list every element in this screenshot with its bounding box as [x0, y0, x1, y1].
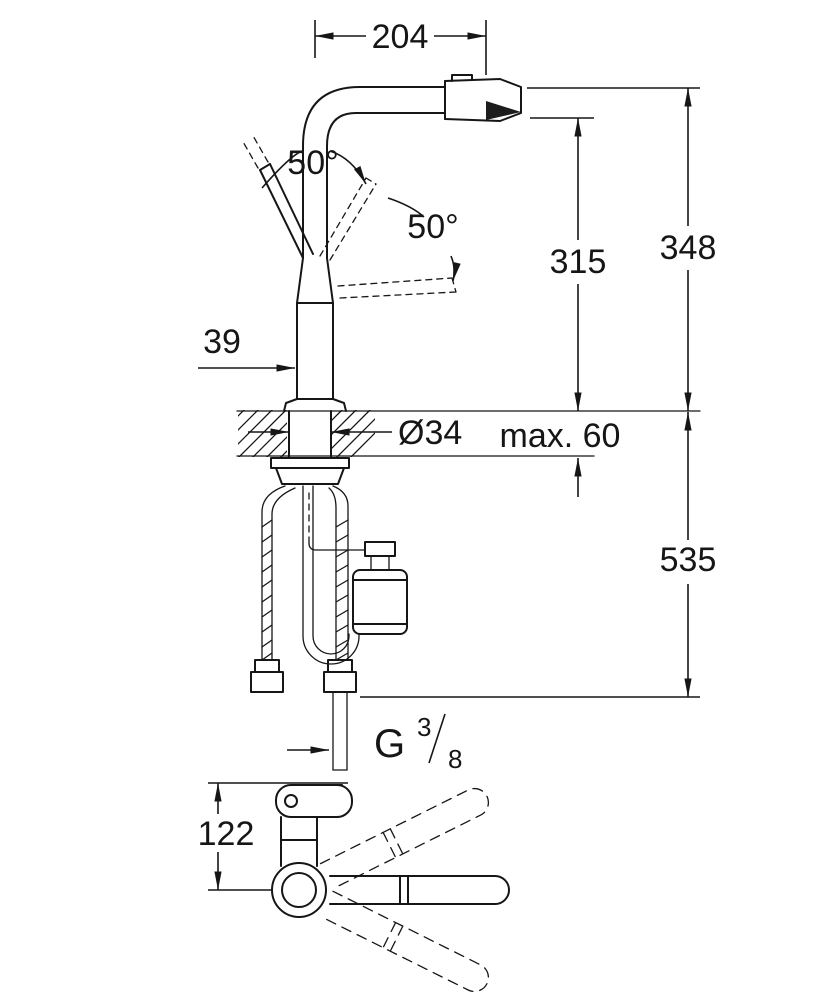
supply-hose-right: [323, 485, 357, 771]
check-valve: [352, 569, 408, 635]
label-below-counter: 535: [660, 541, 717, 579]
label-thread-prefix: G: [374, 722, 405, 766]
label-thread-denominator: 8: [448, 744, 462, 774]
dim-aerator-height: 315: [530, 117, 607, 411]
rotation-arc-left: [261, 150, 367, 189]
label-thread-numerator: 3: [417, 712, 431, 742]
handle-tip-extension: [241, 133, 269, 169]
dim-max-thickness: max. 60: [500, 417, 621, 497]
spray-head: [444, 74, 522, 122]
dim-pipe-width: 39: [198, 323, 295, 372]
dim-thread: G 3 8: [287, 712, 462, 774]
mounting-shank: [270, 410, 350, 485]
body-circle: [271, 862, 327, 918]
label-pipe-width: 39: [203, 323, 241, 361]
label-angle-left: 50°: [287, 144, 338, 182]
supply-hose-left: [250, 485, 296, 693]
pullout-hose: [302, 485, 408, 665]
thread-tail: [332, 691, 348, 771]
spout-top-view: [329, 875, 510, 905]
thread-fraction-slash: [428, 713, 446, 764]
label-angle-right: 50°: [407, 208, 458, 246]
rotation-arc-right: [387, 197, 461, 282]
countertop: [236, 410, 701, 457]
handle-lever: [241, 133, 314, 259]
handle-swing-right-dashed: [337, 277, 457, 299]
label-max-thickness: max. 60: [500, 417, 621, 455]
installation-section: [236, 410, 701, 771]
dimensions: 204 50° 50° 348 315 39 Ø34 max. 60: [198, 18, 717, 891]
label-handle-projection: 122: [198, 815, 255, 853]
dim-handle-projection: 122: [198, 782, 348, 891]
handle-swing-up-dashed: [319, 177, 377, 261]
dim-total-height: 348: [527, 87, 717, 411]
spray-outlet: [486, 101, 521, 120]
label-shank-diameter: Ø34: [398, 414, 462, 452]
label-aerator-height: 315: [550, 243, 607, 281]
spout-pipe: [283, 86, 446, 412]
dim-shank-diameter: Ø34: [248, 414, 462, 452]
label-spout-reach: 204: [372, 18, 429, 56]
dim-spout-reach: 204: [314, 18, 487, 75]
spout-swing-down-dashed: [319, 890, 494, 997]
handle-top-view: [275, 784, 353, 867]
spout-swing-up-dashed: [319, 783, 494, 890]
top-view: [271, 783, 510, 997]
dim-below-counter: 535: [360, 412, 717, 698]
front-view-faucet: [241, 74, 522, 412]
label-total-height: 348: [660, 229, 717, 267]
